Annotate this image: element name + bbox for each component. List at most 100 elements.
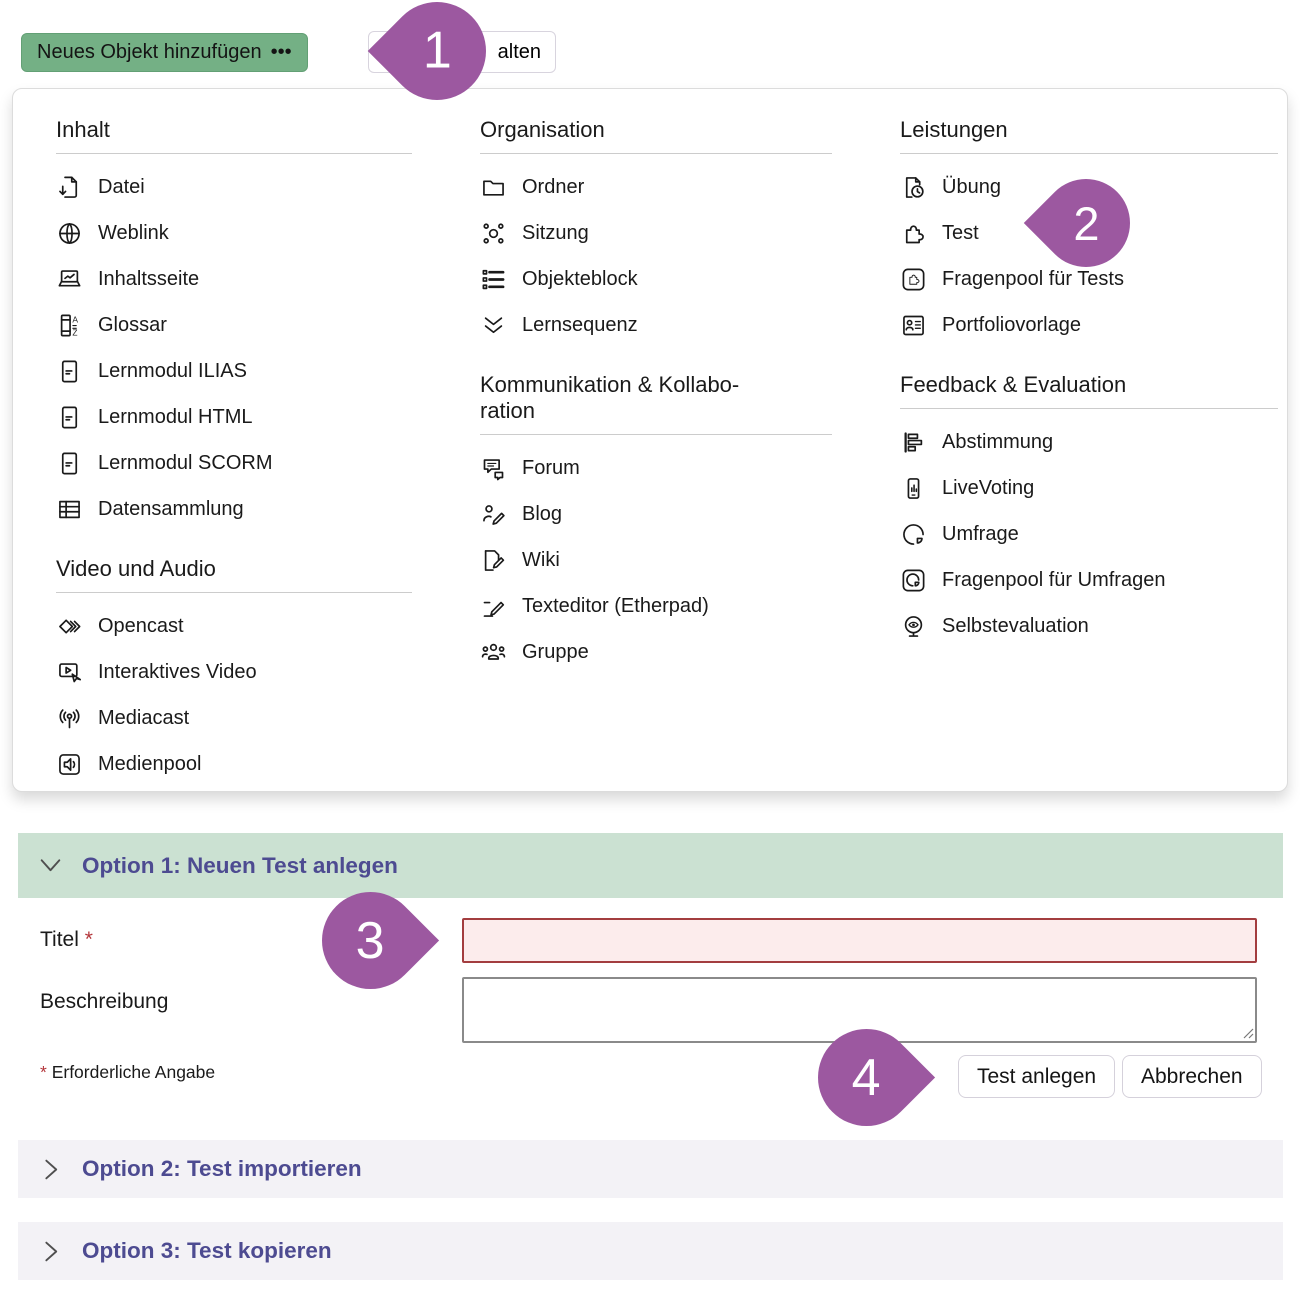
create-test-button[interactable]: Test anlegen: [958, 1055, 1116, 1098]
menu-section-title-inhalt: Inhalt: [56, 109, 412, 154]
menu-item-label: Lernmodul ILIAS: [98, 359, 247, 382]
menu-item-portfoliovorlage[interactable]: Portfoliovorlage: [900, 302, 1278, 348]
forum-icon: [480, 455, 507, 482]
file-download-icon: [56, 174, 83, 201]
partially-hidden-button-label: alten: [497, 40, 541, 63]
puzzle-icon: [900, 220, 927, 247]
menu-item-label: Sitzung: [522, 221, 589, 244]
menu-section-title-kommunikation-kollabo-ration: Kommunikation & Kollabo­ration: [480, 364, 832, 435]
folder-icon: [480, 174, 507, 201]
menu-item-inhaltsseite[interactable]: Inhaltsseite: [56, 256, 412, 302]
required-note-text: Erforderliche Angabe: [51, 1062, 216, 1082]
learning-module-icon: [56, 404, 83, 431]
menu-item-label: Datensammlung: [98, 497, 244, 520]
menu-item-lernmodul-scorm[interactable]: Lernmodul SCORM: [56, 440, 412, 486]
menu-item-forum[interactable]: Forum: [480, 445, 832, 491]
menu-item-test[interactable]: Test: [900, 210, 1278, 256]
textarea-resize-handle[interactable]: [1242, 1027, 1254, 1039]
menu-item-label: Lernmodul HTML: [98, 405, 253, 428]
menu-item-wiki[interactable]: Wiki: [480, 537, 832, 583]
portfolio-icon: [900, 312, 927, 339]
menu-item-label: Abstimmung: [942, 430, 1054, 453]
menu-item-label: Fragenpool für Tests: [942, 267, 1124, 290]
title-input[interactable]: [462, 918, 1257, 963]
menu-item-label: Weblink: [98, 221, 169, 244]
menu-item-fragenpool-fur-umfragen[interactable]: Fragenpool für Umfragen: [900, 557, 1278, 603]
menu-item-label: Forum: [522, 456, 580, 479]
svg-text:A: A: [72, 314, 78, 324]
menu-item-selbstevaluation[interactable]: Selbstevaluation: [900, 603, 1278, 649]
accordion-option3-copy-test[interactable]: Option 3: Test kopieren: [18, 1222, 1283, 1280]
menu-item-sitzung[interactable]: Sitzung: [480, 210, 832, 256]
ellipsis-icon: •••: [270, 41, 292, 63]
menu-item-label: Gruppe: [522, 640, 589, 663]
survey-pool-icon: [900, 567, 927, 594]
menu-item-blog[interactable]: Blog: [480, 491, 832, 537]
chevron-down-icon: [40, 859, 61, 872]
etherpad-icon: [480, 593, 507, 620]
accordion-option3-title: Option 3: Test kopieren: [82, 1238, 332, 1263]
blog-icon: [480, 501, 507, 528]
menu-item-lernmodul-html[interactable]: Lernmodul HTML: [56, 394, 412, 440]
menu-item-medienpool[interactable]: Medienpool: [56, 741, 412, 787]
menu-item-weblink[interactable]: Weblink: [56, 210, 412, 256]
add-new-object-button[interactable]: Neues Objekt hinzufügen •••: [21, 33, 308, 72]
menu-item-fragenpool-fur-tests[interactable]: Fragenpool für Tests: [900, 256, 1278, 302]
menu-item-label: Texteditor (Etherpad): [522, 594, 709, 617]
menu-item-label: Blog: [522, 502, 563, 525]
table-icon: [56, 496, 83, 523]
menu-item-lernmodul-ilias[interactable]: Lernmodul ILIAS: [56, 348, 412, 394]
group-icon: [480, 639, 507, 666]
menu-item-datensammlung[interactable]: Datensammlung: [56, 486, 412, 532]
menu-item-opencast[interactable]: Opencast: [56, 603, 412, 649]
menu-item-mediacast[interactable]: Mediacast: [56, 695, 412, 741]
menu-item-label: Umfrage: [942, 522, 1019, 545]
menu-item-label: Wiki: [522, 548, 560, 571]
accordion-option2-import-test[interactable]: Option 2: Test importieren: [18, 1140, 1283, 1198]
description-field-label: Beschreibung: [40, 990, 168, 1014]
chevron-right-icon: [45, 1159, 58, 1179]
menu-item-label: Test: [942, 221, 979, 244]
menu-item-ubung[interactable]: Übung: [900, 164, 1278, 210]
survey-icon: [900, 521, 927, 548]
menu-item-livevoting[interactable]: LiveVoting: [900, 465, 1278, 511]
menu-item-lernsequenz[interactable]: Lernsequenz: [480, 302, 832, 348]
learning-module-icon: [56, 358, 83, 385]
menu-item-texteditor-etherpad[interactable]: Texteditor (Etherpad): [480, 583, 832, 629]
accordion-option1-create-test[interactable]: Option 1: Neuen Test anlegen: [18, 833, 1283, 898]
menu-item-label: Ordner: [522, 175, 585, 198]
item-group-icon: [480, 266, 507, 293]
menu-item-interaktives-video[interactable]: Interaktives Video: [56, 649, 412, 695]
menu-item-label: Übung: [942, 175, 1001, 198]
menu-item-label: Lernmodul SCORM: [98, 451, 273, 474]
menu-section-title-organisation: Organisation: [480, 109, 832, 154]
menu-item-objekteblock[interactable]: Objekteblock: [480, 256, 832, 302]
menu-item-label: LiveVoting: [942, 476, 1035, 499]
poll-icon: [900, 429, 927, 456]
description-textarea[interactable]: [462, 977, 1257, 1043]
menu-item-label: Glossar: [98, 313, 167, 336]
content-page-icon: [56, 266, 83, 293]
marker-number: 3: [356, 911, 385, 970]
cancel-button[interactable]: Abbrechen: [1122, 1055, 1262, 1098]
menu-item-umfrage[interactable]: Umfrage: [900, 511, 1278, 557]
svg-text:Z: Z: [72, 327, 77, 337]
menu-item-label: Objekteblock: [522, 267, 638, 290]
opencast-icon: [56, 613, 83, 640]
menu-item-label: Selbstevaluation: [942, 614, 1089, 637]
required-asterisk: *: [84, 928, 93, 951]
menu-section-title-leistungen: Leistungen: [900, 109, 1278, 154]
menu-item-gruppe[interactable]: Gruppe: [480, 629, 832, 675]
menu-item-abstimmung[interactable]: Abstimmung: [900, 419, 1278, 465]
menu-item-datei[interactable]: Datei: [56, 164, 412, 210]
question-pool-icon: [900, 266, 927, 293]
description-label-text: Beschreibung: [40, 990, 169, 1013]
accordion-option1-title: Option 1: Neuen Test anlegen: [82, 852, 398, 878]
menu-item-ordner[interactable]: Ordner: [480, 164, 832, 210]
menu-item-label: Opencast: [98, 614, 184, 637]
menu-section-title-feedback-evaluation: Feedback & Evaluation: [900, 364, 1278, 409]
